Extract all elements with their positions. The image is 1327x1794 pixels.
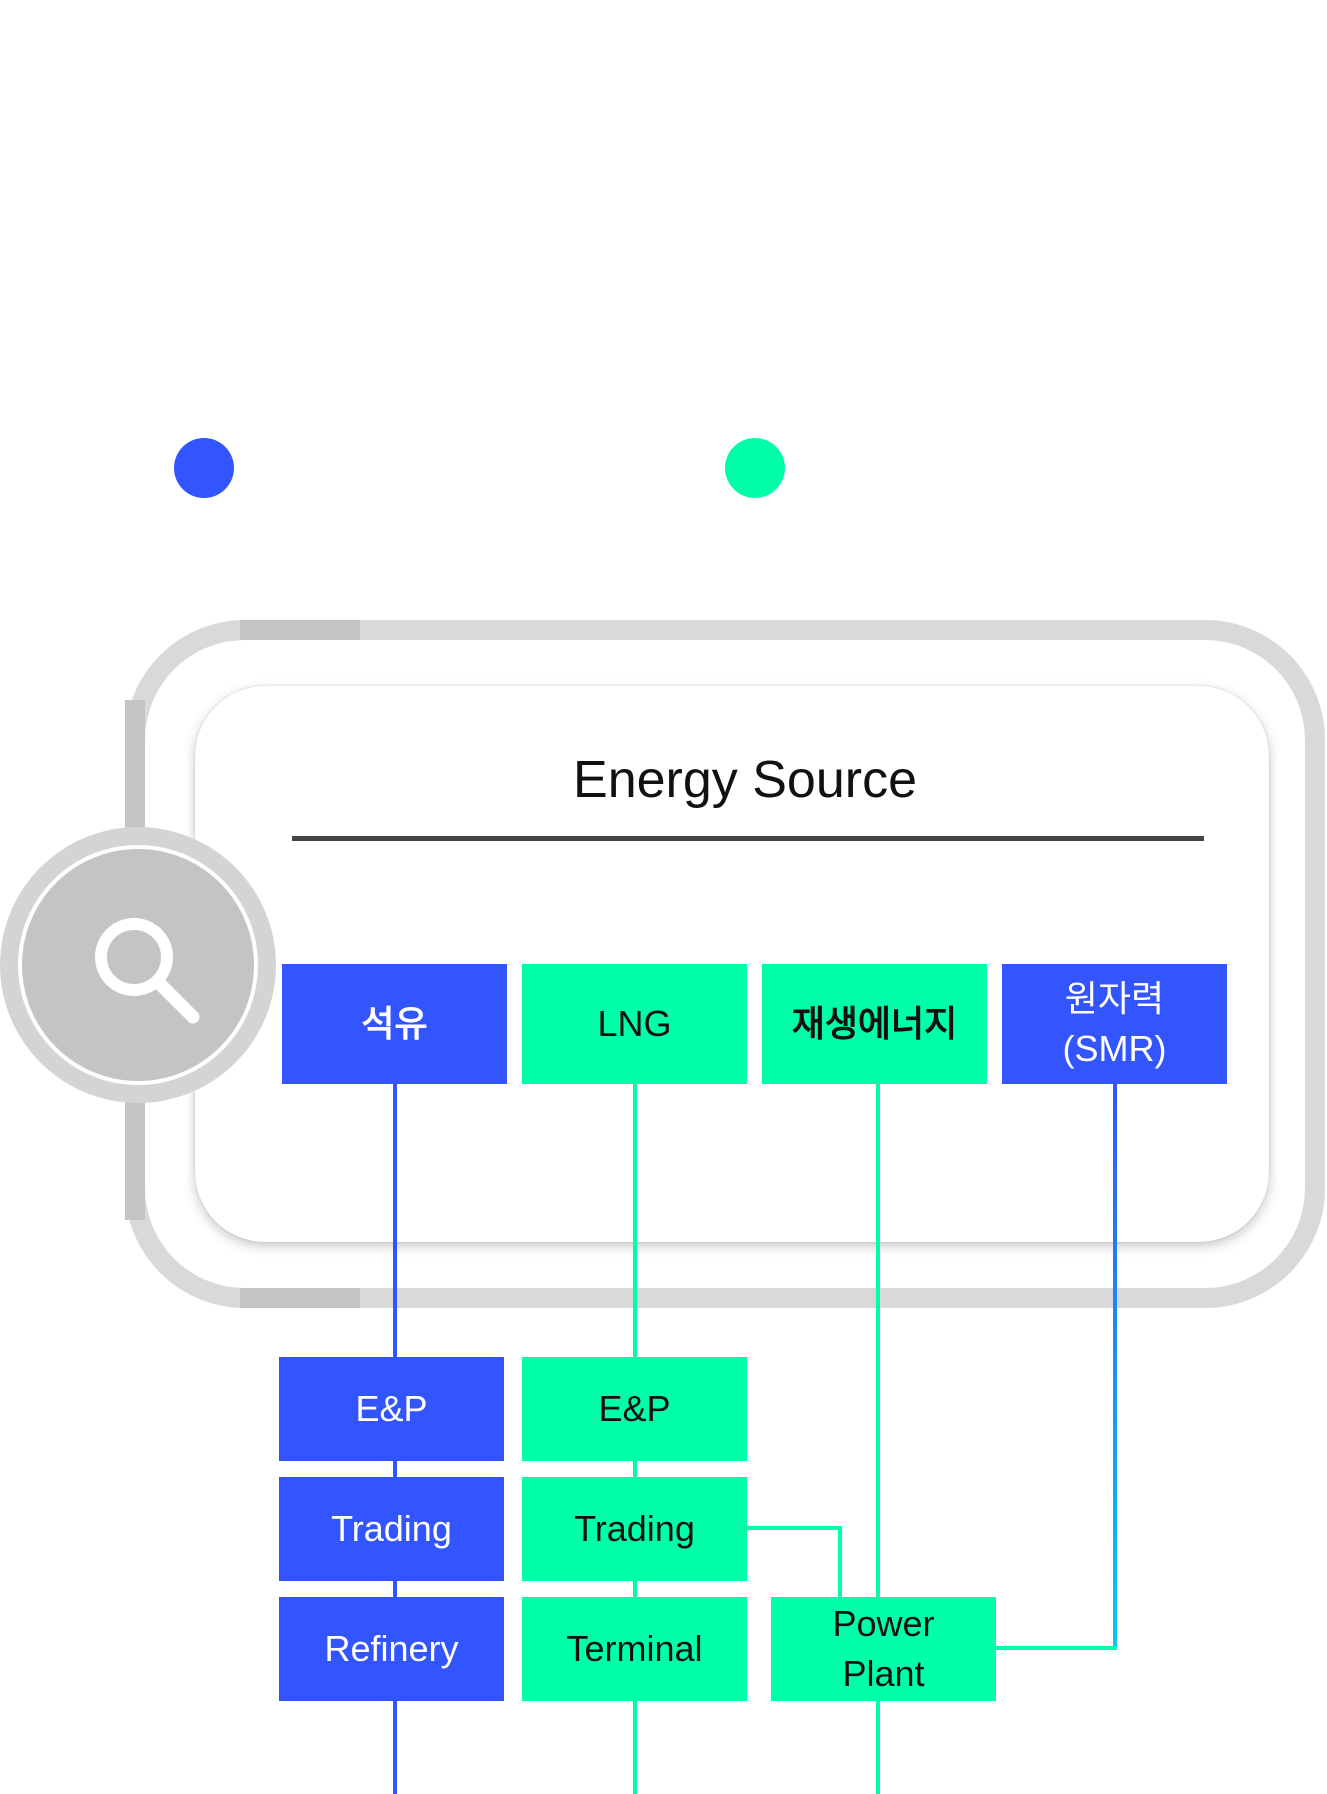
oil-trading-box: Trading: [279, 1477, 504, 1581]
header-line-1: 석유부터 전기까지: [269, 21, 1058, 138]
trading-to-power-connector: [745, 1526, 842, 1530]
source-box-renewable: 재생에너지: [762, 964, 987, 1084]
smr-to-power-connector: [990, 1646, 1117, 1650]
header-line-2: 글로벌 Value Chain 구축: [48, 156, 1279, 273]
oil-refinery-box: Refinery: [279, 1597, 504, 1701]
oil-ep-box: E&P: [279, 1357, 504, 1461]
lng-terminal-box: Terminal: [522, 1597, 747, 1701]
trading-to-power-connector: [838, 1526, 842, 1600]
title-divider: [292, 836, 1204, 841]
source-box-smr: 원자력 (SMR): [1002, 964, 1227, 1084]
panel-title: Energy Source: [573, 751, 917, 809]
frame-shade: [240, 620, 360, 640]
source-box-lng: LNG: [522, 964, 747, 1084]
lng-ep-box: E&P: [522, 1357, 747, 1461]
renewable-connector: [876, 1080, 880, 1794]
search-badge-inner: [18, 845, 258, 1085]
smr-connector: [1113, 1080, 1117, 1650]
frame-shade: [240, 1288, 360, 1308]
lng-trading-box: Trading: [522, 1477, 747, 1581]
source-box-oil: 석유: [282, 964, 507, 1084]
legend-dot-green: [725, 438, 785, 498]
legend-dot-blue: [174, 438, 234, 498]
power-plant-box: Power Plant: [771, 1597, 996, 1701]
search-icon: [95, 918, 200, 1024]
